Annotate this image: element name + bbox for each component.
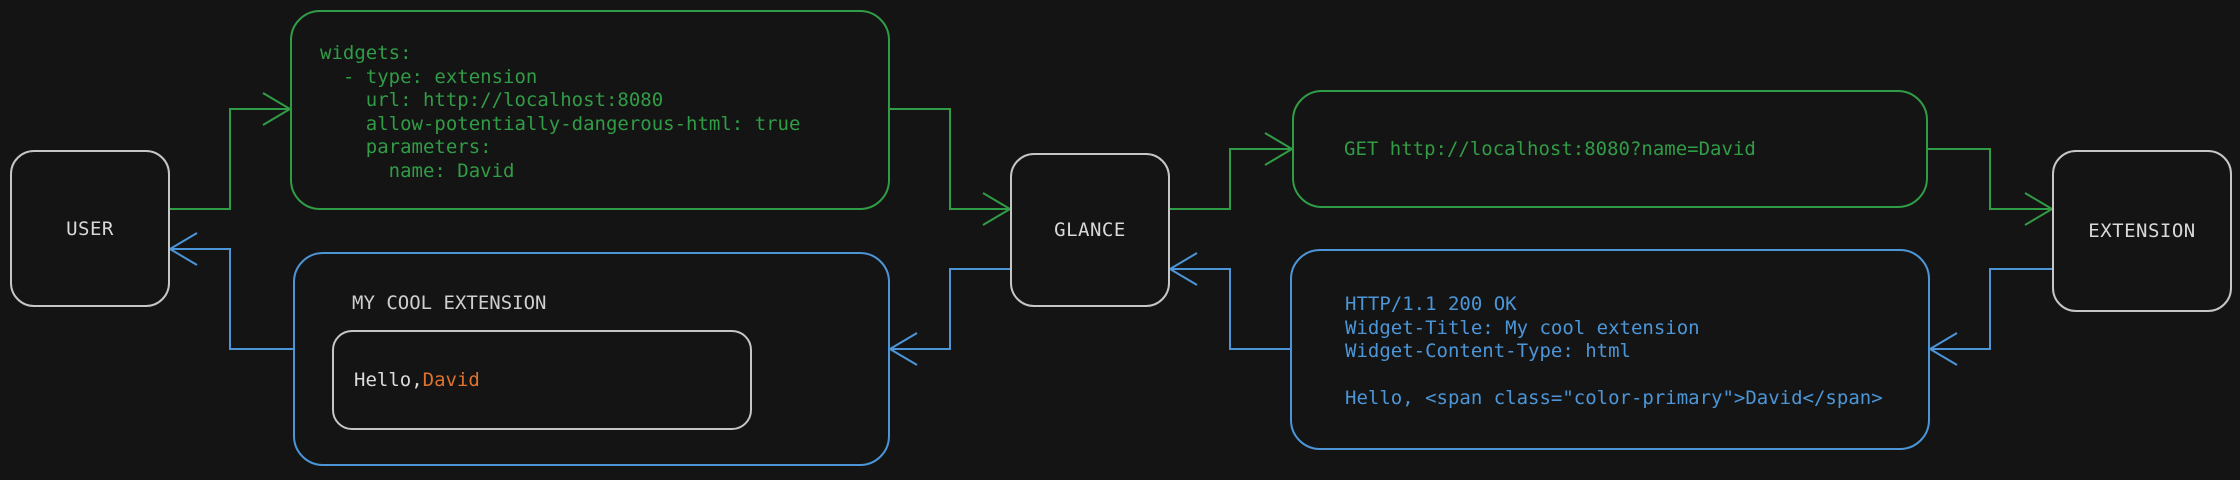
http-request-code: GET http://localhost:8080?name=David [1344, 138, 1756, 160]
extension-node-label: EXTENSION [2088, 220, 2196, 242]
yaml-config-code: widgets: - type: extension url: http://l… [320, 42, 801, 182]
greeting-name: David [422, 369, 480, 391]
arrow-config-to-glance [890, 108, 1012, 226]
user-node: USER [10, 150, 170, 307]
arrow-extension-to-response [1928, 268, 2052, 366]
arrow-widget-to-user [168, 232, 293, 350]
http-response-box: HTTP/1.1 200 OK Widget-Title: My cool ex… [1290, 249, 1930, 450]
arrow-user-to-config [170, 92, 292, 210]
arrow-glance-to-request [1170, 132, 1294, 210]
widget-title: MY COOL EXTENSION [352, 292, 547, 314]
yaml-config-box: widgets: - type: extension url: http://l… [290, 10, 890, 210]
arrow-glance-to-widget [888, 268, 1010, 366]
glance-node-label: GLANCE [1054, 219, 1126, 241]
greeting-prefix: Hello, [354, 369, 423, 391]
http-response-code: HTTP/1.1 200 OK Widget-Title: My cool ex… [1345, 293, 1883, 409]
extension-node: EXTENSION [2052, 150, 2232, 312]
arrow-request-to-extension [1928, 148, 2054, 226]
user-node-label: USER [66, 217, 114, 240]
widget-preview-box: MY COOL EXTENSION Hello, David [293, 252, 890, 466]
arrow-response-to-glance [1168, 252, 1290, 350]
glance-node: GLANCE [1010, 153, 1170, 307]
http-request-box: GET http://localhost:8080?name=David [1292, 90, 1928, 208]
widget-content-box: Hello, David [332, 330, 752, 430]
